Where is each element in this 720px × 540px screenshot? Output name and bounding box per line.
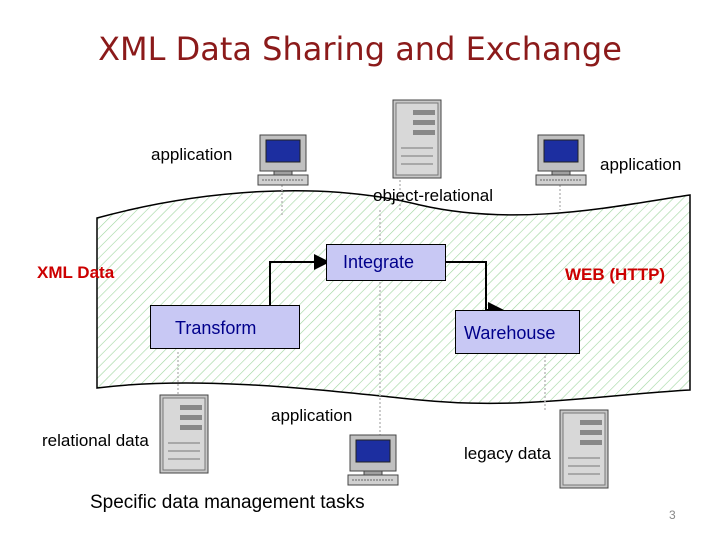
object-relational-label: object-relational: [373, 186, 494, 205]
warehouse-box: Warehouse: [455, 310, 580, 354]
application-label-top-right: application: [600, 155, 682, 174]
desktop-computer-icon: [535, 134, 587, 186]
relational-data-label: relational data: [42, 431, 149, 450]
server-tower-icon: [559, 409, 609, 489]
transform-label: Transform: [175, 318, 257, 338]
application-label-top-left: application: [151, 145, 233, 164]
desktop-computer-icon: [257, 134, 309, 186]
wavy-network-band: [96, 190, 691, 405]
page-title: XML Data Sharing and Exchange: [98, 30, 622, 68]
application-label-bottom: application: [271, 406, 353, 425]
xml-data-label: XML Data: [37, 263, 115, 282]
server-tower-icon: [159, 394, 209, 474]
integrate-label: Integrate: [343, 252, 415, 272]
transform-box: Transform: [150, 305, 300, 349]
web-http-label: WEB (HTTP): [565, 265, 666, 284]
warehouse-label: Warehouse: [464, 323, 556, 343]
page-number: 3: [669, 508, 676, 522]
legacy-data-label: legacy data: [464, 444, 551, 463]
integrate-box: Integrate: [326, 244, 446, 281]
caption: Specific data management tasks: [90, 492, 365, 513]
server-tower-icon: [392, 99, 442, 179]
desktop-computer-icon: [347, 434, 399, 486]
